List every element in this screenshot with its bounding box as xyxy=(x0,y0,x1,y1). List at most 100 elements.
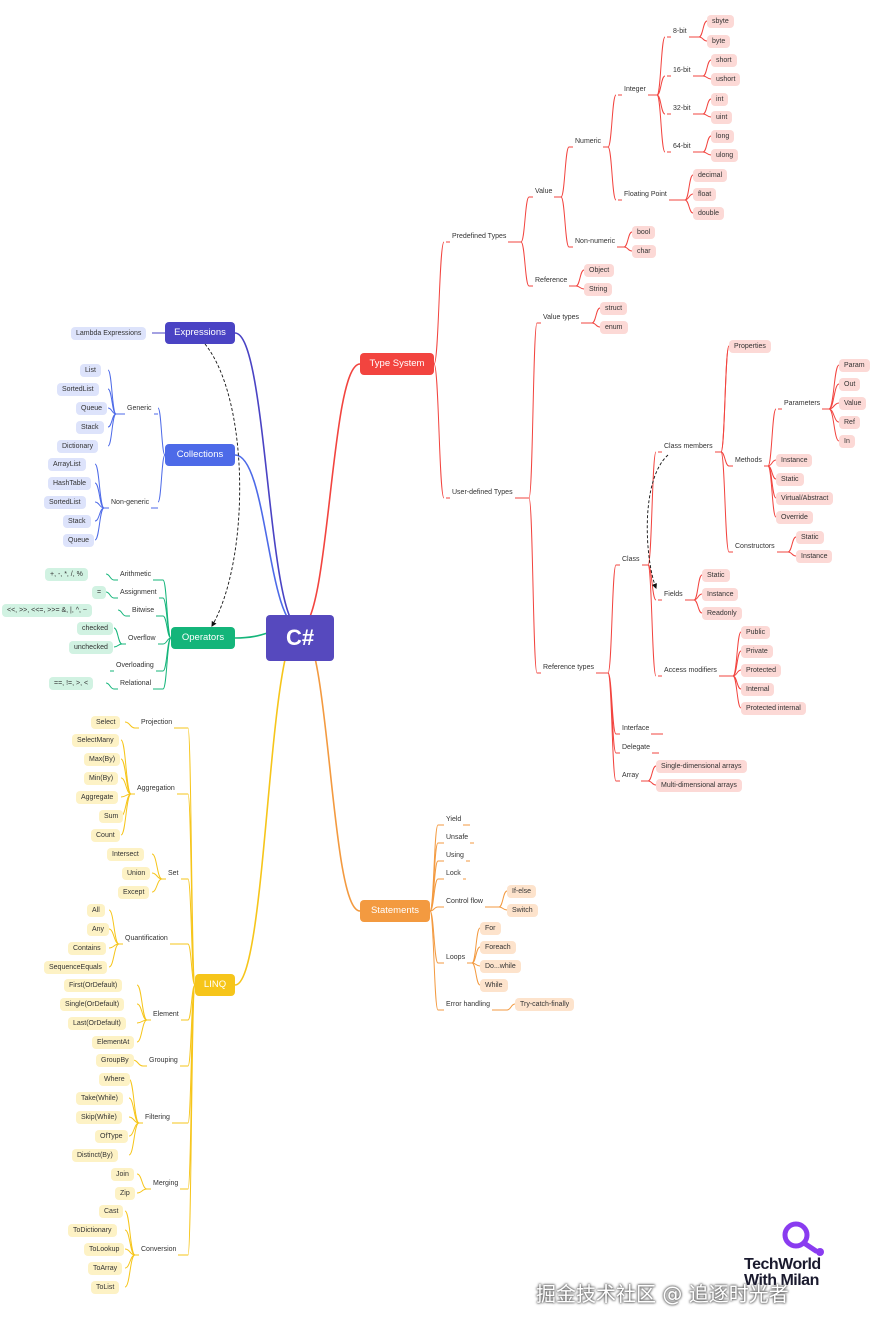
branch-using[interactable]: Using xyxy=(444,848,466,862)
branch-floating-point[interactable]: Floating Point xyxy=(622,187,669,201)
branch-methods[interactable]: Methods xyxy=(733,453,764,467)
node-decimal[interactable]: decimal xyxy=(693,168,728,182)
node-try-catch-finally[interactable]: Try-catch-finally xyxy=(515,997,575,1011)
node-while[interactable]: While xyxy=(480,978,508,992)
node-join[interactable]: Join xyxy=(111,1167,134,1181)
branch-merging[interactable]: Merging xyxy=(151,1176,181,1190)
node-short[interactable]: short xyxy=(711,53,737,67)
node-public[interactable]: Public xyxy=(741,625,771,639)
branch-value-types[interactable]: Value types xyxy=(541,310,582,324)
branch-16-bit[interactable]: 16-bit xyxy=(671,63,693,77)
branch-projection[interactable]: Projection xyxy=(139,715,175,729)
node-switch[interactable]: Switch xyxy=(507,903,538,917)
branch-access-modifiers[interactable]: Access modifiers xyxy=(662,663,719,677)
branch-numeric[interactable]: Numeric xyxy=(573,134,604,148)
branch-non-generic[interactable]: Non-generic xyxy=(109,495,152,509)
node-ushort[interactable]: ushort xyxy=(711,72,741,86)
node-byte[interactable]: byte xyxy=(707,34,731,48)
branch-unsafe[interactable]: Unsafe xyxy=(444,830,471,844)
node-tolist[interactable]: ToList xyxy=(91,1280,120,1294)
main-node-linq[interactable]: LINQ xyxy=(195,974,235,996)
branch-arithmetic[interactable]: Arithmetic xyxy=(118,567,154,581)
node-any[interactable]: Any xyxy=(87,922,110,936)
node-string[interactable]: String xyxy=(584,282,613,296)
main-node-collections[interactable]: Collections xyxy=(165,444,235,466)
node-param[interactable]: Param xyxy=(839,358,870,372)
node-contains[interactable]: Contains xyxy=(68,941,106,955)
node-uint[interactable]: uint xyxy=(711,110,733,124)
branch-set[interactable]: Set xyxy=(166,866,181,880)
branch-bitwise[interactable]: Bitwise xyxy=(130,603,157,617)
node-instance[interactable]: Instance xyxy=(796,549,833,563)
node-sortedlist[interactable]: SortedList xyxy=(44,495,86,509)
branch-integer[interactable]: Integer xyxy=(622,82,648,96)
main-node-type-system[interactable]: Type System xyxy=(360,353,434,375)
node-toarray[interactable]: ToArray xyxy=(88,1261,123,1275)
branch-class[interactable]: Class xyxy=(620,552,642,566)
node-protected-internal[interactable]: Protected internal xyxy=(741,701,806,715)
node-if-else[interactable]: If-else xyxy=(507,884,537,898)
node-min-by[interactable]: Min(By) xyxy=(84,771,119,785)
node-item[interactable]: <<, >>, <<=, >>= &, |, ^, ~ xyxy=(2,603,93,617)
node-protected[interactable]: Protected xyxy=(741,663,781,677)
node-except[interactable]: Except xyxy=(118,885,150,899)
node-count[interactable]: Count xyxy=(91,828,120,842)
branch-reference-types[interactable]: Reference types xyxy=(541,660,596,674)
branch-quantification[interactable]: Quantification xyxy=(123,931,170,945)
branch-user-defined-types[interactable]: User-defined Types xyxy=(450,485,515,499)
node-dictionary[interactable]: Dictionary xyxy=(57,439,99,453)
node-groupby[interactable]: GroupBy xyxy=(96,1053,134,1067)
node-bool[interactable]: bool xyxy=(632,225,656,239)
node-ref[interactable]: Ref xyxy=(839,415,860,429)
node-float[interactable]: float xyxy=(693,187,717,201)
branch-overflow[interactable]: Overflow xyxy=(126,631,158,645)
node-double[interactable]: double xyxy=(693,206,725,220)
node-intersect[interactable]: Intersect xyxy=(107,847,144,861)
node-item[interactable]: ==, !=, >, < xyxy=(49,676,94,690)
branch-relational[interactable]: Relational xyxy=(118,676,154,690)
branch-32-bit[interactable]: 32-bit xyxy=(671,101,693,115)
branch-aggregation[interactable]: Aggregation xyxy=(135,781,177,795)
node-long[interactable]: long xyxy=(711,129,735,143)
branch-8-bit[interactable]: 8-bit xyxy=(671,24,689,38)
node-item[interactable]: +, -, *, /, % xyxy=(45,567,88,581)
node-out[interactable]: Out xyxy=(839,377,861,391)
node-single-ordefault[interactable]: Single(OrDefault) xyxy=(60,997,125,1011)
node-first-ordefault[interactable]: First(OrDefault) xyxy=(64,978,123,992)
node-union[interactable]: Union xyxy=(122,866,151,880)
node-private[interactable]: Private xyxy=(741,644,773,658)
node-override[interactable]: Override xyxy=(776,510,813,524)
branch-control-flow[interactable]: Control flow xyxy=(444,894,485,908)
branch-grouping[interactable]: Grouping xyxy=(147,1053,180,1067)
branch-overloading[interactable]: Overloading xyxy=(114,658,156,672)
branch-conversion[interactable]: Conversion xyxy=(139,1242,179,1256)
branch-assignment[interactable]: Assignment xyxy=(118,585,159,599)
branch-loops[interactable]: Loops xyxy=(444,950,468,964)
node-zip[interactable]: Zip xyxy=(115,1186,135,1200)
node-for[interactable]: For xyxy=(480,921,501,935)
node-queue[interactable]: Queue xyxy=(76,401,108,415)
branch-constructors[interactable]: Constructors xyxy=(733,539,777,553)
node-stack[interactable]: Stack xyxy=(76,420,104,434)
node-single-dimensional-arrays[interactable]: Single-dimensional arrays xyxy=(656,759,747,773)
node-instance[interactable]: Instance xyxy=(776,453,813,467)
branch-delegate[interactable]: Delegate xyxy=(620,740,653,754)
branch-filtering[interactable]: Filtering xyxy=(143,1110,172,1124)
branch-fields[interactable]: Fields xyxy=(662,587,685,601)
main-node-operators[interactable]: Operators xyxy=(171,627,235,649)
branch-yield[interactable]: Yield xyxy=(444,812,464,826)
root-node-csharp[interactable]: C# xyxy=(266,615,334,661)
main-node-statements[interactable]: Statements xyxy=(360,900,430,922)
node-select[interactable]: Select xyxy=(91,715,121,729)
branch-lock[interactable]: Lock xyxy=(444,866,463,880)
node-take-while[interactable]: Take(While) xyxy=(76,1091,123,1105)
node-ulong[interactable]: ulong xyxy=(711,148,739,162)
branch-interface[interactable]: Interface xyxy=(620,721,652,735)
node-todictionary[interactable]: ToDictionary xyxy=(68,1223,117,1237)
node-queue[interactable]: Queue xyxy=(63,533,95,547)
node-aggregate[interactable]: Aggregate xyxy=(76,790,119,804)
node-sbyte[interactable]: sbyte xyxy=(707,14,734,28)
node-value[interactable]: Value xyxy=(839,396,867,410)
node-checked[interactable]: checked xyxy=(77,621,114,635)
node-sortedlist[interactable]: SortedList xyxy=(57,382,99,396)
